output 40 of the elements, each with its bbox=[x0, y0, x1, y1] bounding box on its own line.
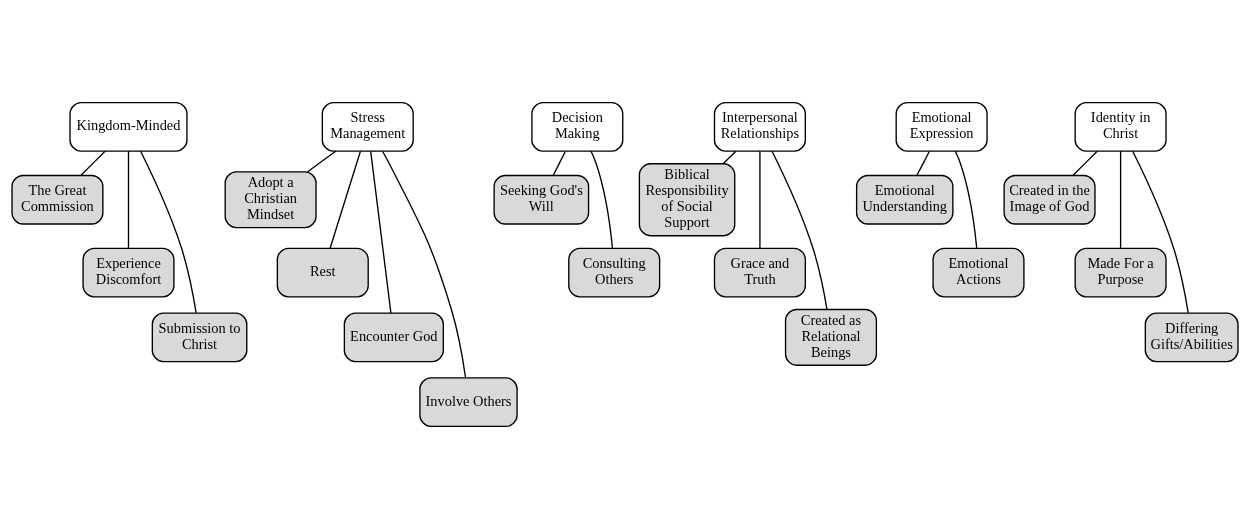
node-box: Seeking God's Will bbox=[493, 174, 590, 225]
connector bbox=[307, 150, 337, 173]
node-box: Involve Others bbox=[419, 377, 518, 428]
node-box: Kingdom-Minded bbox=[69, 101, 188, 152]
node-box: Rest bbox=[276, 247, 369, 298]
connector bbox=[722, 150, 737, 165]
node-box: Stress Management bbox=[321, 101, 414, 152]
connector bbox=[954, 150, 978, 249]
node-box: Biblical Responsibility of Social Support bbox=[638, 163, 736, 237]
connector bbox=[759, 150, 761, 249]
connector bbox=[139, 150, 197, 314]
node-box: Interpersonal Relationships bbox=[713, 101, 806, 152]
connector bbox=[916, 150, 930, 176]
connector bbox=[771, 150, 828, 311]
connector bbox=[381, 150, 467, 379]
node-box: Submission to Christ bbox=[151, 312, 248, 363]
node-box: Experience Discomfort bbox=[82, 247, 175, 298]
node-box: Grace and Truth bbox=[713, 247, 806, 298]
node-box: Consulting Others bbox=[568, 247, 661, 298]
connector bbox=[1072, 150, 1098, 176]
node-box: Identity in Christ bbox=[1074, 101, 1167, 152]
node-box: Emotional Actions bbox=[932, 247, 1025, 298]
node-box: Differing Gifts/Abilities bbox=[1144, 312, 1239, 363]
connector bbox=[370, 150, 392, 314]
node-box: Encounter God bbox=[343, 312, 444, 363]
node-box: Emotional Expression bbox=[895, 101, 988, 152]
node-box: Made For a Purpose bbox=[1074, 247, 1167, 298]
connector bbox=[552, 150, 567, 176]
node-box: The Great Commission bbox=[11, 174, 104, 225]
connector bbox=[590, 150, 614, 249]
node-box: Created in the Image of God bbox=[1003, 174, 1096, 225]
node-box: Emotional Understanding bbox=[855, 174, 954, 225]
node-box: Decision Making bbox=[531, 101, 624, 152]
connector bbox=[1119, 150, 1122, 249]
connector bbox=[127, 150, 130, 249]
node-box: Adopt a Christian Mindset bbox=[224, 171, 317, 229]
node-box: Created as Relational Beings bbox=[784, 308, 878, 366]
connector bbox=[329, 150, 362, 249]
connector bbox=[1132, 150, 1189, 314]
connector bbox=[80, 150, 106, 176]
